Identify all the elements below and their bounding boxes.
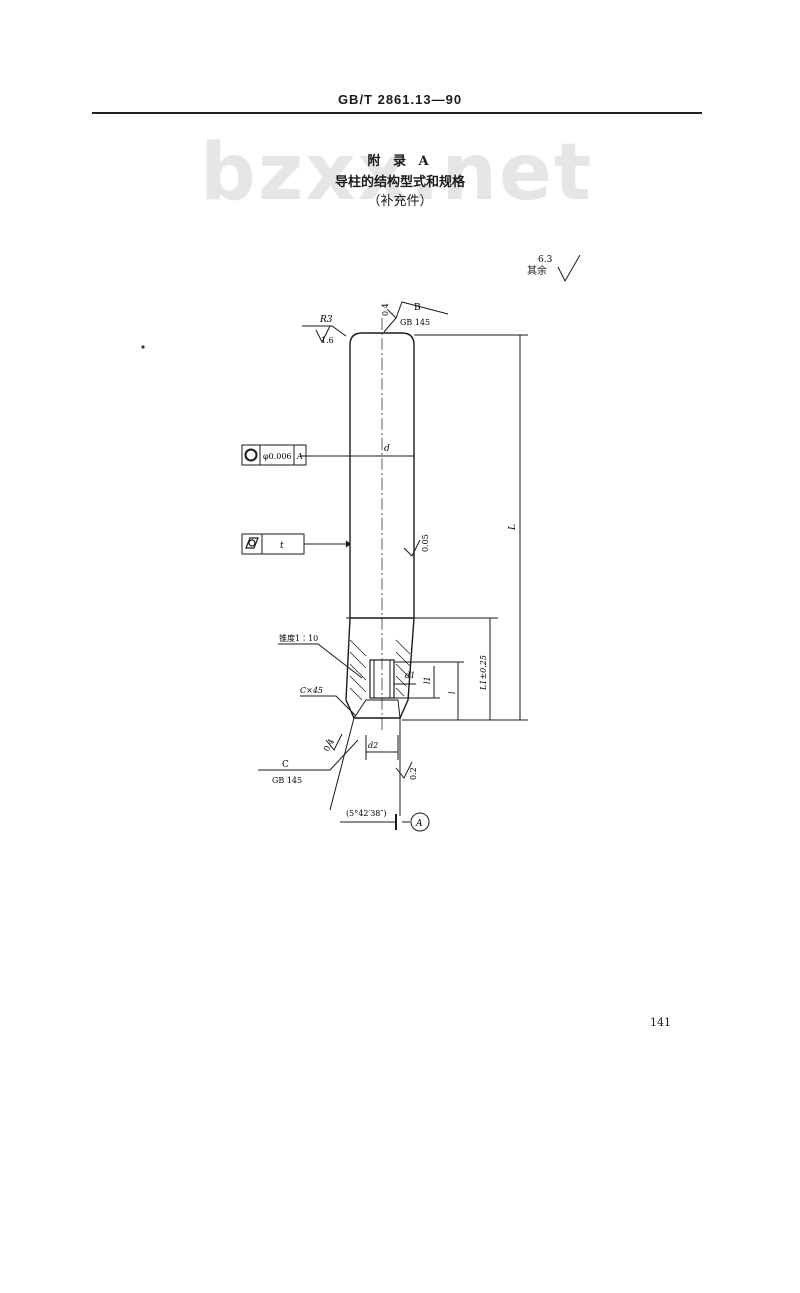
center-hole-leader (258, 739, 359, 771)
pillar-body (349, 332, 415, 619)
cylindricity-frame (241, 533, 305, 555)
appendix-subtitle: 导柱的结构型式和规格 (334, 175, 465, 190)
angle-label: (5°42′38″) (346, 809, 387, 818)
page-number: 141 (650, 1016, 671, 1029)
datum-ref: A (296, 452, 303, 461)
roughness-mid: 0.05 (421, 534, 430, 552)
threaded-hole (369, 659, 395, 699)
datum-circle (410, 812, 430, 832)
roughness-rest-value: 6.3 (538, 255, 553, 265)
dim-d1-label: d1 (405, 671, 415, 680)
dim-L-label: L (508, 524, 518, 531)
roughness-top: 0.4 (381, 303, 390, 316)
center-hole-bottom-std: GB 145 (272, 776, 302, 785)
coaxiality-icon (244, 448, 258, 462)
cylindricity-icon (245, 537, 259, 549)
radius-leader (302, 325, 347, 337)
center-hole-top-std: GB 145 (400, 318, 430, 327)
dim-l1-label: l1 (423, 676, 432, 684)
datum-symbol: A (415, 819, 423, 829)
coaxiality-frame (241, 444, 307, 466)
cylindricity-value: t (280, 541, 284, 551)
appendix-note: （补充件） (367, 194, 433, 209)
mid-roughness-symbol (403, 539, 421, 557)
taper-label: 锥度1∶10 (279, 633, 318, 643)
chamfer-label: C×45 (300, 686, 323, 695)
roughness-rest-label: 其余 (527, 266, 547, 277)
dim-L1-label: L1±0.25 (479, 655, 488, 691)
dim-d-label: d (384, 444, 390, 454)
section-hatching (349, 639, 411, 701)
radius-label: R3 (319, 315, 333, 325)
roughness-bottom-right: 0.2 (409, 767, 418, 780)
top-roughness-leader (383, 317, 397, 333)
chamfer-leader (300, 695, 357, 717)
center-hole-bottom: C (282, 760, 289, 770)
pillar-taper (345, 617, 415, 719)
appendix-title: 附 录 A (367, 154, 433, 169)
header-rule (92, 112, 702, 114)
center-hole-top: B (414, 303, 421, 313)
watermark: bzxx.net (200, 128, 594, 218)
dim-l-label: l (448, 691, 457, 694)
taper-leader (278, 643, 363, 679)
roughness-top-left: 1.6 (321, 336, 334, 345)
coaxiality-value: φ0.006 (263, 452, 292, 461)
dim-d2-label: d2 (368, 741, 378, 750)
roughness-rest-symbol (557, 254, 581, 283)
standard-header: GB/T 2861.13—90 (337, 92, 463, 107)
